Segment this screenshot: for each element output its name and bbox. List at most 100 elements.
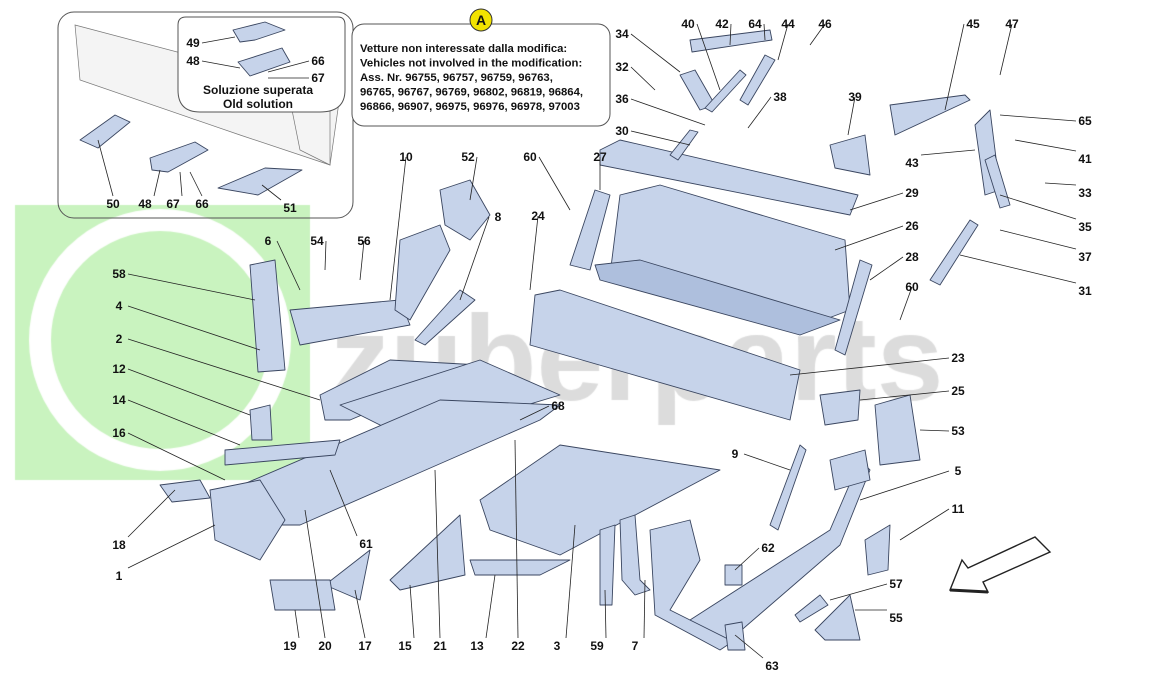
leader-line	[734, 547, 760, 571]
leader-line	[261, 184, 282, 201]
part-label-17: 17	[358, 639, 372, 653]
leader-line	[201, 36, 236, 44]
leader-line	[153, 169, 161, 197]
part-label-8: 8	[495, 210, 502, 224]
part-57	[794, 594, 829, 623]
part-45	[889, 94, 971, 136]
leader-line	[829, 583, 888, 601]
leader-line	[1014, 139, 1077, 152]
part-label-29: 29	[905, 186, 919, 200]
part-42	[689, 29, 773, 53]
part-label-66: 66	[311, 54, 325, 68]
leader-line	[859, 470, 950, 501]
leader-line	[127, 489, 176, 538]
badge-a	[469, 8, 493, 32]
part-35	[984, 154, 1011, 209]
leader-line	[127, 273, 256, 301]
part-label-31: 31	[1078, 284, 1092, 298]
leader-line	[519, 405, 550, 421]
leader-line	[630, 130, 691, 146]
part-label-55: 55	[889, 611, 903, 625]
leader-line	[777, 23, 789, 61]
part-label-39: 39	[848, 90, 862, 104]
part-label-54: 54	[310, 234, 324, 248]
front-direction-arrow	[948, 536, 1052, 593]
leader-line	[389, 156, 407, 301]
leader-line	[630, 66, 656, 91]
part-label-61: 61	[359, 537, 373, 551]
leader-line	[127, 338, 321, 401]
part-40	[704, 69, 747, 113]
part-39	[829, 134, 871, 176]
part-label-9: 9	[732, 447, 739, 461]
part-label-66: 66	[195, 197, 209, 211]
leader-line	[630, 98, 706, 126]
part-26-floor	[594, 259, 841, 336]
part-label-22: 22	[511, 639, 525, 653]
part-label-62: 62	[761, 541, 775, 555]
leader-line	[920, 149, 976, 156]
part-8	[414, 289, 476, 346]
part-label-53: 53	[951, 424, 965, 438]
part-label-50: 50	[106, 197, 120, 211]
leader-line	[999, 114, 1077, 122]
leader-line	[267, 60, 310, 73]
leader-line	[127, 432, 226, 481]
part-label-7: 7	[632, 639, 639, 653]
leader-line	[529, 215, 539, 291]
leader-line	[604, 589, 607, 639]
leader-line	[696, 23, 721, 91]
leader-line	[849, 192, 904, 211]
part-label-65: 65	[1078, 114, 1092, 128]
part-label-27: 27	[593, 150, 607, 164]
part-label-5: 5	[955, 464, 962, 478]
old-solution-en: Old solution	[223, 97, 293, 111]
leader-line	[630, 33, 681, 73]
part-13	[469, 559, 571, 576]
part-label-40: 40	[681, 17, 695, 31]
leader-line	[127, 305, 261, 351]
leader-line	[329, 469, 358, 537]
part-44	[739, 54, 776, 106]
leader-line	[899, 508, 950, 541]
part-label-12: 12	[112, 362, 126, 376]
part-label-32: 32	[615, 60, 629, 74]
leader-line	[747, 96, 772, 129]
leader-line	[354, 589, 366, 639]
part-label-28: 28	[905, 250, 919, 264]
leader-line	[304, 509, 326, 639]
leader-line	[127, 368, 251, 416]
part-label-49: 49	[186, 36, 200, 50]
part-label-58: 58	[112, 267, 126, 281]
part-label-48: 48	[138, 197, 152, 211]
part-28	[834, 259, 873, 356]
part-52	[439, 179, 491, 241]
part-label-64: 64	[748, 17, 762, 31]
part-label-15: 15	[398, 639, 412, 653]
part-58	[249, 259, 286, 373]
part-3	[479, 444, 721, 556]
leader-line	[189, 171, 203, 197]
leader-line	[97, 139, 114, 197]
leader-line	[763, 23, 766, 41]
part-label-20: 20	[318, 639, 332, 653]
part-label-45: 45	[966, 17, 980, 31]
part-23	[529, 289, 801, 421]
part-10	[394, 224, 451, 321]
modification-note: A Vetture non interessate dalla modifica…	[351, 8, 611, 127]
part-55	[814, 594, 861, 641]
leader-line	[538, 156, 571, 211]
note-line: Vetture non interessate dalla modifica:	[360, 43, 567, 55]
part-label-44: 44	[781, 17, 795, 31]
part-10-beam	[289, 299, 411, 346]
leader-line	[459, 216, 490, 301]
part-label-13: 13	[470, 639, 484, 653]
leader-line	[127, 524, 216, 569]
part-label-56: 56	[357, 234, 371, 248]
leader-line	[847, 96, 856, 136]
part-label-43: 43	[905, 156, 919, 170]
part-label-30: 30	[615, 124, 629, 138]
part-label-37: 37	[1078, 250, 1092, 264]
part-15	[389, 514, 466, 591]
